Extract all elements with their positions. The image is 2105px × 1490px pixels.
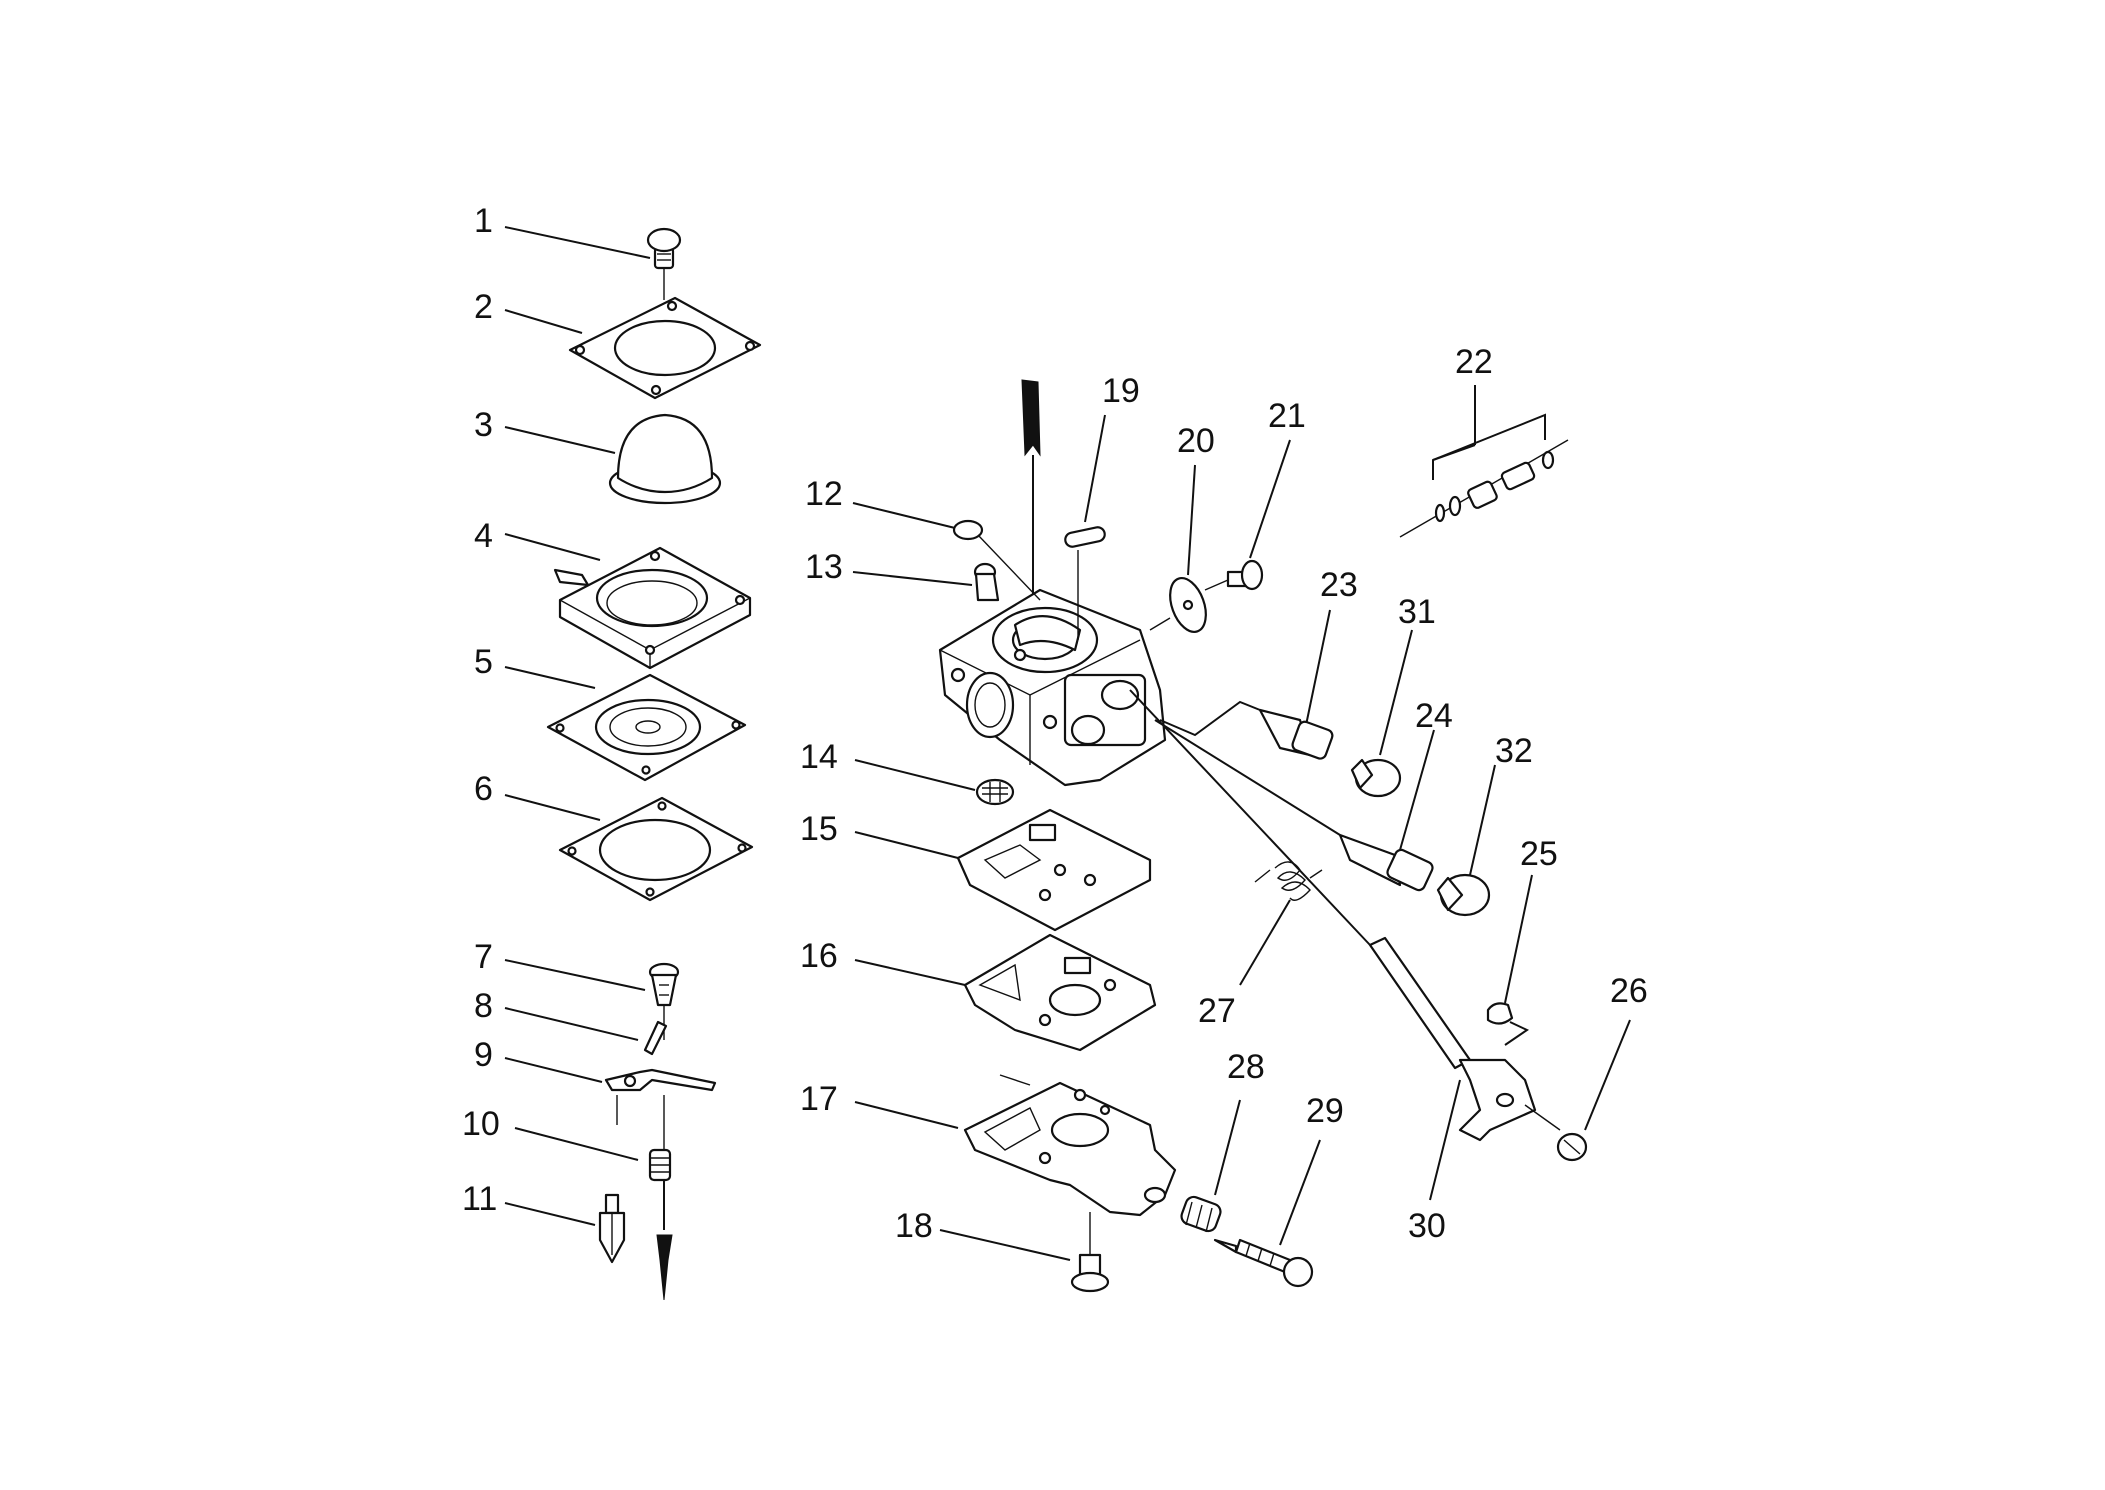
callout-24: 24: [1415, 697, 1453, 735]
callout-18: 18: [895, 1207, 933, 1245]
callout-15: 15: [800, 810, 838, 848]
part-30-throttle-shaft: [1129, 689, 1537, 1201]
part-8-pin: [504, 1007, 668, 1056]
alignment-arrow-down: [656, 1180, 673, 1301]
part-11-needle: [504, 1193, 626, 1264]
callout-2: 2: [474, 288, 493, 326]
part-16-diaphragm: [854, 933, 1157, 1052]
carburetor-body: [938, 588, 1167, 787]
part-9-lever: [504, 1057, 717, 1150]
part-12-clip: [852, 502, 1041, 601]
callout-6: 6: [474, 770, 493, 808]
callout-11: 11: [462, 1180, 497, 1218]
part-27-spring: [1239, 861, 1323, 986]
part-10-spring: [514, 1127, 672, 1182]
callout-10: 10: [462, 1105, 500, 1143]
callout-8: 8: [474, 987, 493, 1025]
callout-16: 16: [800, 937, 838, 975]
part-14-filter-screen: [854, 759, 1015, 806]
part-19-seal: [1064, 414, 1106, 640]
part-23-needle-screw: [1159, 609, 1334, 760]
part-20-washer: [1149, 464, 1207, 633]
callout-21: 21: [1268, 397, 1306, 435]
callout-22: 22: [1455, 343, 1493, 381]
callout-5: 5: [474, 643, 493, 681]
part-24-needle-screw: [1154, 719, 1435, 892]
callout-4: 4: [474, 517, 493, 555]
part-7-screw: [504, 959, 680, 1040]
part-3-primer-bulb: [504, 413, 722, 505]
callout-32: 32: [1495, 732, 1533, 770]
part-22-adjuster-set: [1399, 385, 1569, 538]
part-13-fitting: [852, 562, 1000, 602]
part-28-spring: [1180, 1099, 1241, 1233]
callout-14: 14: [800, 738, 838, 776]
callout-numbers: 1 2 3 4 5 6 7 8 9 10 11 12 13 14 15 16 1…: [462, 202, 1648, 1245]
part-31-limiter-cap: [1350, 629, 1413, 798]
callout-12: 12: [805, 475, 843, 513]
part-1-screw: [504, 226, 682, 300]
callout-3: 3: [474, 406, 493, 444]
callout-29: 29: [1306, 1092, 1344, 1130]
callout-13: 13: [805, 548, 843, 586]
callout-27: 27: [1198, 992, 1236, 1030]
part-4-pump-body: [504, 533, 752, 670]
part-32-limiter-cap: [1436, 764, 1496, 917]
callout-9: 9: [474, 1036, 493, 1074]
callout-31: 31: [1398, 593, 1436, 631]
part-25-e-clip: [1486, 874, 1533, 1046]
part-29-screw: [1213, 1139, 1321, 1288]
callout-26: 26: [1610, 972, 1648, 1010]
callout-30: 30: [1408, 1207, 1446, 1245]
part-2-cover-plate: [504, 296, 762, 400]
callout-23: 23: [1320, 566, 1358, 604]
callout-1: 1: [474, 202, 493, 240]
callout-20: 20: [1177, 422, 1215, 460]
callout-28: 28: [1227, 1048, 1265, 1086]
alignment-arrow-up: [1021, 379, 1041, 640]
callout-17: 17: [800, 1080, 838, 1118]
callout-19: 19: [1102, 372, 1140, 410]
part-26-screw: [1524, 1019, 1631, 1162]
part-21-screw: [1204, 439, 1291, 591]
part-18-screw: [939, 1212, 1110, 1293]
part-5-diaphragm: [504, 666, 747, 782]
part-6-gasket: [504, 794, 754, 902]
callout-25: 25: [1520, 835, 1558, 873]
part-15-gasket: [854, 808, 1152, 932]
part-17-cover-plate: [854, 1074, 1177, 1217]
callout-7: 7: [474, 938, 493, 976]
